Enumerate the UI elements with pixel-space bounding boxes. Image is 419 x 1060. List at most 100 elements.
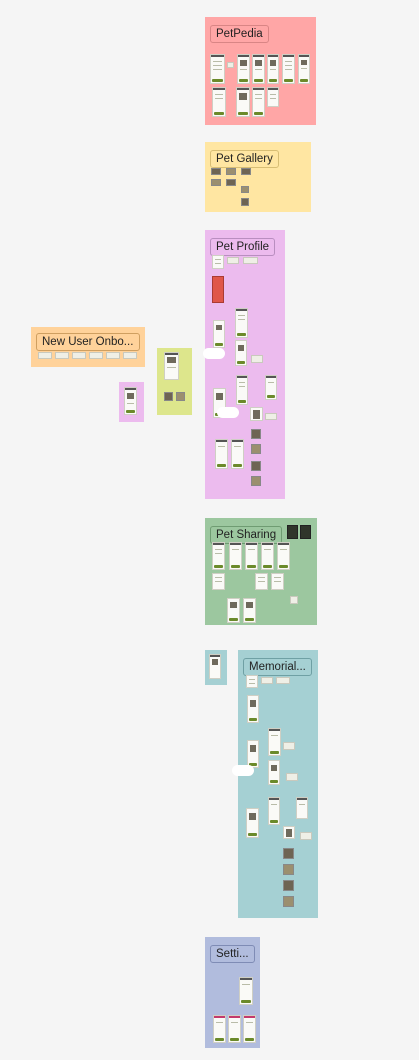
section-label-memorial[interactable]: Memorial... [243, 658, 312, 676]
profile-photo[interactable] [176, 392, 185, 401]
section-unnamed-teal[interactable] [205, 650, 227, 685]
gallery-photo[interactable] [226, 168, 236, 175]
thumbnail[interactable] [290, 596, 298, 604]
memorial-photo[interactable] [283, 880, 294, 891]
comment-cloud[interactable] [203, 348, 225, 359]
screen-frame[interactable] [124, 387, 137, 415]
screen-frame[interactable] [283, 826, 295, 839]
gallery-photo[interactable] [211, 168, 221, 175]
screen-frame[interactable] [252, 54, 265, 84]
screen-frame[interactable] [228, 1015, 241, 1043]
screen-frame[interactable] [235, 340, 247, 366]
comment-cloud[interactable] [217, 407, 239, 418]
thumbnail[interactable] [227, 62, 234, 68]
screen-frame[interactable] [250, 407, 263, 421]
section-pet-profile[interactable]: Pet Profile [203, 230, 285, 499]
screen-frame[interactable] [229, 542, 242, 570]
section-memorial[interactable]: Memorial... [232, 650, 318, 918]
thumbnail[interactable] [300, 832, 312, 840]
screen-frame[interactable] [227, 598, 240, 623]
screen-frame[interactable] [267, 87, 279, 107]
onboarding-screen[interactable] [89, 352, 103, 359]
screen-frame[interactable] [261, 542, 274, 570]
memorial-photo[interactable] [283, 896, 294, 907]
screen-frame[interactable] [212, 573, 225, 590]
screen-frame[interactable] [268, 797, 280, 825]
section-new-user-onboarding[interactable]: New User Onbo... [31, 327, 145, 367]
screen-frame[interactable] [296, 797, 308, 819]
screen-frame[interactable] [252, 87, 265, 117]
screen-frame[interactable] [243, 1015, 256, 1043]
screen-frame[interactable] [213, 1015, 226, 1043]
section-label-settings[interactable]: Setti... [210, 945, 255, 963]
section-label-new-user-onboarding[interactable]: New User Onbo... [36, 333, 140, 351]
screen-frame[interactable] [236, 375, 248, 405]
section-unnamed-purple[interactable] [119, 382, 144, 422]
gallery-photo[interactable] [241, 186, 249, 193]
onboarding-screen[interactable] [38, 352, 52, 359]
screen-frame[interactable] [255, 573, 268, 590]
onboarding-screen[interactable] [72, 352, 86, 359]
section-petpedia[interactable]: PetPedia [205, 17, 316, 125]
thumbnail[interactable] [251, 355, 263, 363]
gallery-photo[interactable] [241, 168, 251, 175]
screen-frame[interactable] [212, 87, 226, 117]
section-pet-gallery[interactable]: Pet Gallery [205, 142, 311, 212]
gallery-photo[interactable] [241, 198, 249, 206]
screen-frame[interactable] [243, 598, 256, 623]
screen-frame[interactable] [213, 320, 225, 348]
thumbnail[interactable] [276, 677, 290, 684]
screen-frame[interactable] [164, 352, 179, 380]
screen-frame[interactable] [268, 760, 280, 785]
gallery-photo[interactable] [226, 179, 236, 186]
screen-frame[interactable] [235, 308, 248, 338]
section-label-pet-gallery[interactable]: Pet Gallery [210, 150, 279, 168]
section-label-petpedia[interactable]: PetPedia [210, 25, 269, 43]
screen-frame[interactable] [212, 542, 225, 570]
screen-frame[interactable] [282, 54, 295, 84]
screen-frame[interactable] [277, 542, 290, 570]
profile-photo[interactable] [251, 461, 261, 471]
onboarding-screen[interactable] [55, 352, 69, 359]
screen-frame[interactable] [239, 977, 253, 1005]
screen-frame[interactable] [245, 542, 258, 570]
profile-photo[interactable] [251, 476, 261, 486]
screen-frame[interactable] [231, 439, 244, 469]
section-unnamed-lime[interactable] [157, 348, 192, 415]
section-pet-sharing[interactable]: Pet Sharing [205, 518, 317, 625]
dark-screen-frame[interactable] [287, 525, 298, 539]
screen-frame[interactable] [210, 54, 225, 84]
thumbnail[interactable] [265, 413, 277, 420]
thumbnail[interactable] [227, 257, 239, 264]
screen-frame[interactable] [246, 808, 259, 838]
onboarding-screen[interactable] [123, 352, 137, 359]
screen-frame[interactable] [212, 255, 224, 269]
comment-cloud[interactable] [232, 765, 254, 776]
screen-frame[interactable] [247, 695, 259, 723]
gallery-photo[interactable] [211, 179, 221, 186]
profile-photo[interactable] [251, 429, 261, 439]
screen-frame[interactable] [209, 654, 221, 679]
memorial-photo[interactable] [283, 864, 294, 875]
dark-screen-frame[interactable] [300, 525, 311, 539]
error-screen-frame[interactable] [212, 276, 224, 303]
profile-photo[interactable] [251, 444, 261, 454]
screen-frame[interactable] [268, 728, 281, 756]
screen-frame[interactable] [247, 740, 259, 768]
screen-frame[interactable] [236, 87, 250, 117]
screen-frame[interactable] [215, 439, 228, 469]
screen-frame[interactable] [271, 573, 284, 590]
memorial-photo[interactable] [283, 848, 294, 859]
thumbnail[interactable] [286, 773, 298, 781]
thumbnail[interactable] [283, 742, 295, 750]
screen-frame[interactable] [265, 375, 277, 400]
thumbnail[interactable] [261, 677, 273, 684]
screen-frame[interactable] [237, 54, 250, 84]
screen-frame[interactable] [298, 54, 310, 84]
profile-photo[interactable] [164, 392, 173, 401]
section-settings[interactable]: Setti... [205, 937, 260, 1048]
section-label-pet-profile[interactable]: Pet Profile [210, 238, 276, 256]
screen-frame[interactable] [246, 675, 258, 688]
thumbnail[interactable] [243, 257, 258, 264]
onboarding-screen[interactable] [106, 352, 120, 359]
